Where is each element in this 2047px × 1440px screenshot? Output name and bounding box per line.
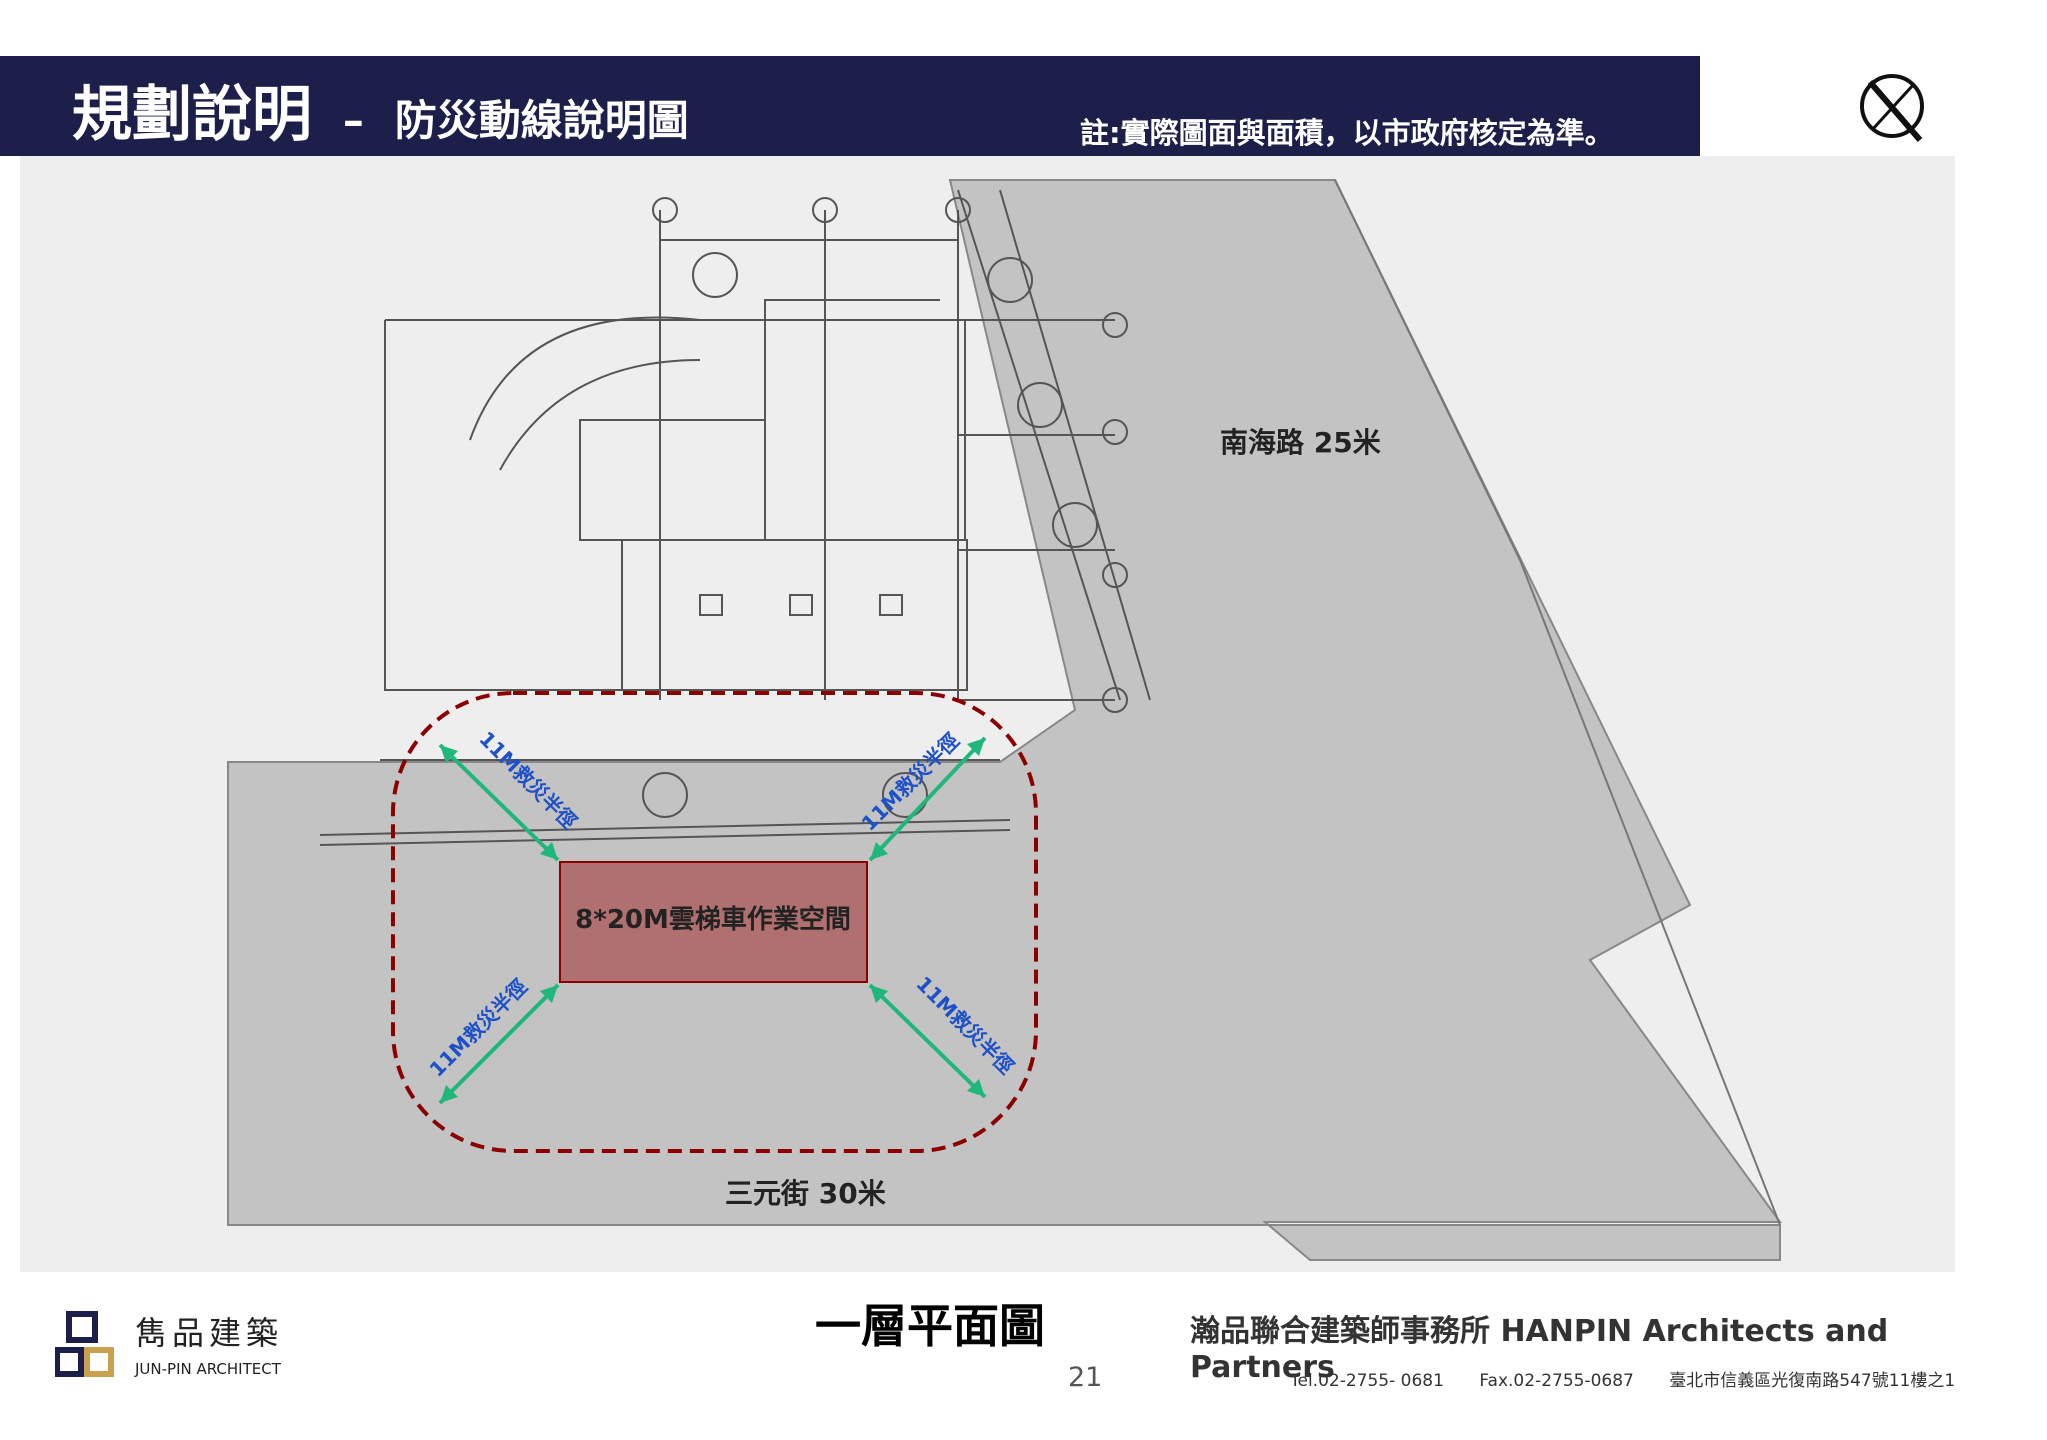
- logo-english-name: JUN-PIN ARCHITECT: [135, 1360, 281, 1378]
- title-subtitle: 防災動線說明圖: [394, 96, 689, 145]
- contact-info: Tel.02-2755- 0681 Fax.02-2755-0687 臺北市信義…: [1290, 1366, 1985, 1391]
- title-main: 規劃說明: [72, 80, 312, 150]
- building-floor-plan: [319, 189, 1151, 846]
- firm-name: 瀚品聯合建築師事務所 HANPIN Architects and Partner…: [1190, 1314, 1889, 1385]
- road-south-label: 三元街 30米: [725, 1177, 886, 1210]
- rescue-boundary: [391, 691, 1038, 1153]
- title-dash: –: [342, 96, 364, 145]
- road-area: [227, 179, 1782, 1261]
- page-title: 規劃說明 – 防災動線說明圖: [72, 66, 689, 153]
- arrow-heads: [440, 738, 985, 1103]
- logo-chinese-name: 雋品建築: [135, 1314, 284, 1352]
- header-bar: [0, 56, 1700, 156]
- fax: Fax.02-2755-0687: [1479, 1371, 1634, 1391]
- workspace-rect: [559, 861, 868, 983]
- junpin-logo-icon: [55, 1311, 114, 1377]
- telephone: Tel.02-2755- 0681: [1290, 1371, 1444, 1391]
- road-east-edge: [1334, 179, 1781, 1226]
- header-note: 註:實際圖面與面積，以市政府核定為準。: [1080, 116, 1614, 150]
- road-east-label: 南海路 25米: [1220, 426, 1381, 459]
- rescue-arrows: [438, 736, 987, 1105]
- address: 臺北市信義區光復南路547號11樓之1: [1669, 1371, 1956, 1391]
- workspace-label: 8*20M雲梯車作業空間: [575, 904, 851, 935]
- plan-caption: 一層平面圖: [815, 1299, 1045, 1353]
- north-arrow-icon: [1860, 74, 1924, 142]
- page-number: 21: [1068, 1362, 1103, 1393]
